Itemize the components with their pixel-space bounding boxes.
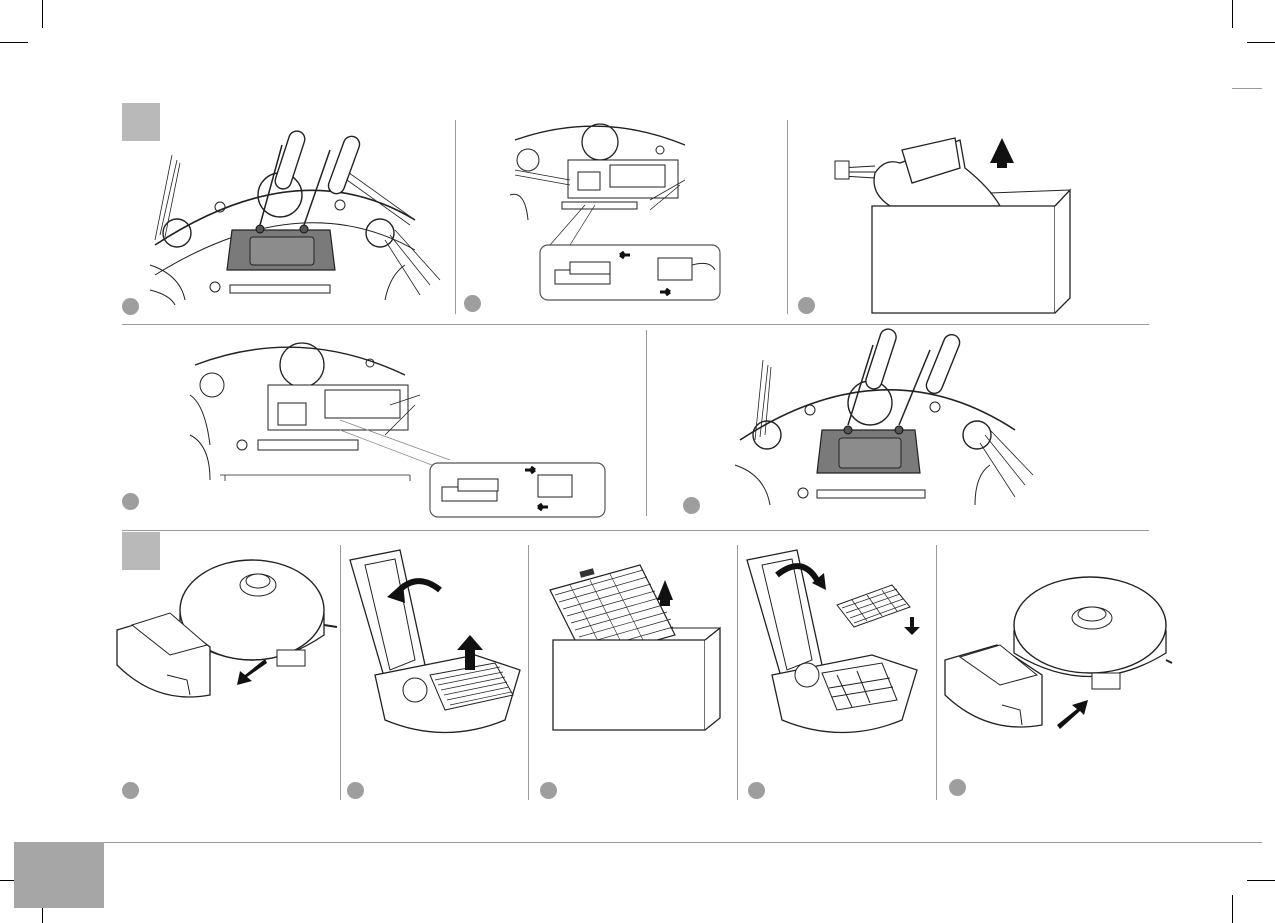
step-marker: [748, 782, 765, 799]
crop-mark: [1247, 42, 1275, 43]
column-divider: [646, 330, 647, 516]
step-illustration: [345, 545, 525, 745]
reinsert-dustbin-illustration: [942, 575, 1172, 755]
crop-mark: [1232, 895, 1233, 923]
step-illustration: [190, 335, 610, 517]
filter-out-of-box-illustration: [545, 560, 725, 735]
step-illustration: [112, 555, 337, 725]
screwdriver-remove-cover-illustration: [150, 125, 450, 310]
insert-new-filter-illustration: [742, 545, 927, 745]
step-illustration: [510, 120, 730, 305]
step-marker: [122, 493, 139, 510]
page-number-block: [14, 842, 104, 908]
column-divider: [787, 120, 788, 314]
step-illustration: [545, 560, 725, 735]
crop-mark: [42, 0, 43, 28]
step-illustration: [150, 125, 450, 310]
row-divider: [122, 530, 1149, 531]
step-illustration: [830, 128, 1080, 318]
step-illustration: [742, 545, 927, 745]
lift-out-battery-illustration: [830, 128, 1080, 318]
crop-mark: [0, 42, 28, 43]
column-divider: [455, 120, 456, 314]
crop-mark: [1232, 0, 1233, 28]
open-lid-lift-filter-illustration: [345, 545, 525, 745]
step-marker: [122, 298, 139, 315]
connect-new-battery-illustration: [190, 335, 610, 517]
step-marker: [347, 782, 364, 799]
step-marker: [798, 297, 815, 314]
step-illustration: [942, 575, 1172, 755]
page-edge-tab: [1232, 88, 1262, 89]
step-marker: [683, 497, 700, 514]
step-marker: [464, 295, 481, 312]
screw-cover-back-illustration: [735, 325, 1035, 515]
disconnect-battery-connector-illustration: [510, 120, 730, 305]
column-divider: [936, 545, 937, 800]
step-illustration: [735, 325, 1035, 515]
remove-dustbin-illustration: [112, 555, 337, 725]
step-marker: [540, 782, 557, 799]
column-divider: [737, 545, 738, 800]
column-divider: [340, 545, 341, 800]
crop-mark: [1247, 880, 1275, 881]
column-divider: [528, 545, 529, 800]
footer-rule: [104, 842, 1262, 843]
step-marker: [122, 782, 139, 799]
step-marker: [949, 779, 966, 796]
